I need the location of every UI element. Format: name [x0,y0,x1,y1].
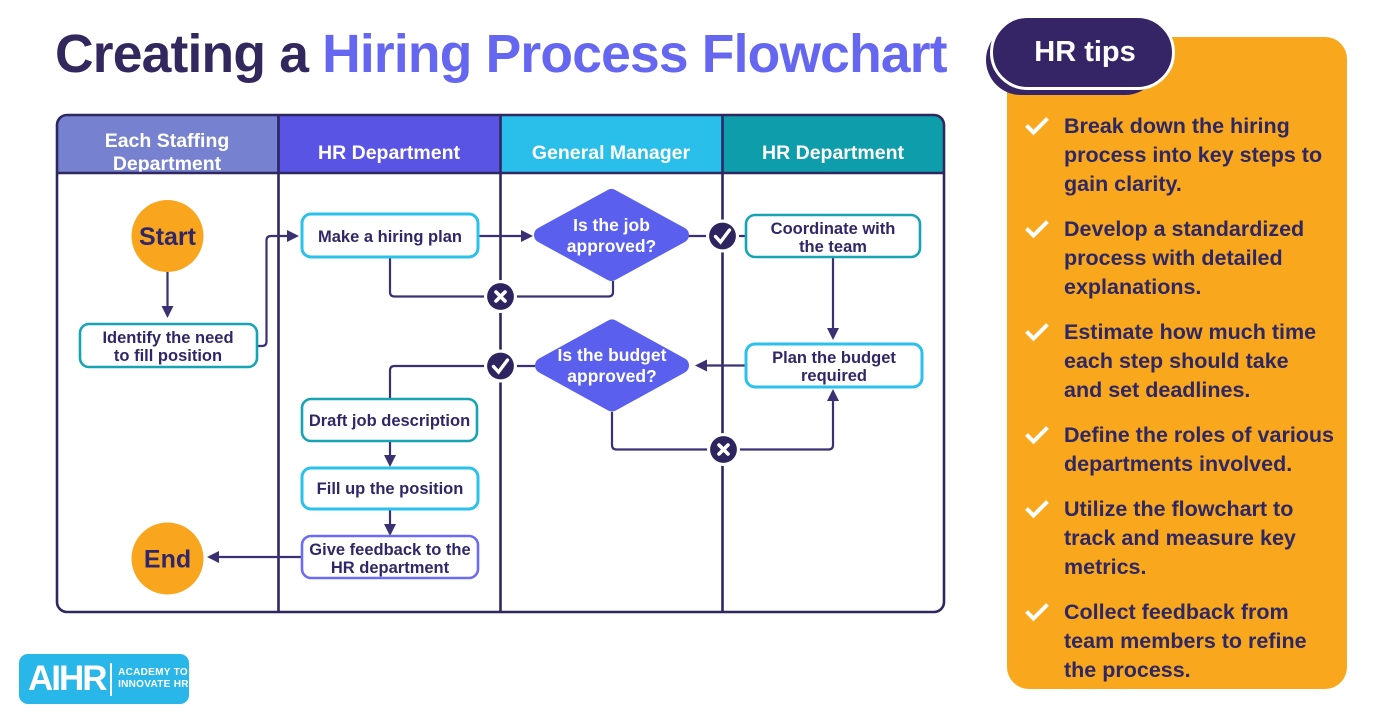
svg-text:Department: Department [113,153,222,175]
svg-text:Identify the need: Identify the need [102,329,233,347]
svg-text:Is the job: Is the job [573,215,650,235]
svg-text:approved?: approved? [567,236,656,256]
svg-text:Each Staffing: Each Staffing [105,130,230,152]
svg-text:Make a hiring plan: Make a hiring plan [318,228,462,246]
svg-text:Draft job description: Draft job description [309,412,470,430]
svg-text:Give feedback to the: Give feedback to the [309,541,470,559]
svg-text:Coordinate with: Coordinate with [771,220,896,238]
svg-text:Plan the budget: Plan the budget [772,349,896,367]
svg-text:Fill up the position: Fill up the position [317,480,464,498]
svg-text:Is the budget: Is the budget [558,345,667,365]
svg-text:Start: Start [139,223,197,251]
svg-text:the team: the team [799,238,867,256]
svg-text:HR department: HR department [331,559,450,577]
svg-text:required: required [801,367,867,385]
svg-text:HR Department: HR Department [318,142,460,164]
svg-text:HR Department: HR Department [762,142,904,164]
svg-text:General Manager: General Manager [532,142,691,164]
svg-text:End: End [144,546,191,574]
svg-text:to fill position: to fill position [114,347,222,365]
svg-text:approved?: approved? [567,366,656,386]
